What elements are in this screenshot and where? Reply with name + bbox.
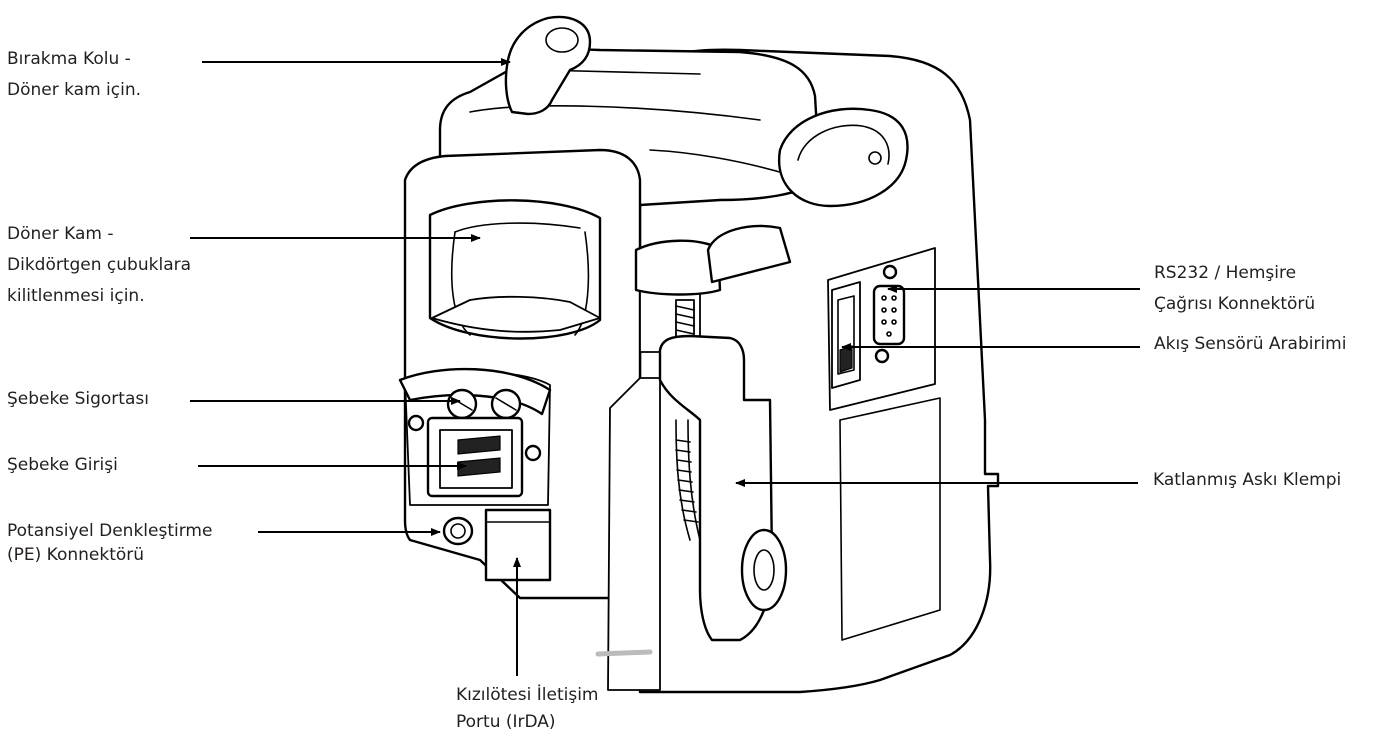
label-rs232-line2: Çağrısı Konnektörü (1154, 294, 1316, 314)
label-irda-line2: Portu (IrDA) (456, 712, 556, 732)
label-release-lever: Bırakma Kolu - Döner kam için. (7, 44, 141, 106)
label-pole-clamp-line1: Katlanmış Askı Klempi (1153, 470, 1342, 490)
label-pe-connector: Potansiyel Denkleştirme (PE) Konnektörü (7, 516, 212, 571)
label-rotating-cam: Döner Kam - Dikdörtgen çubuklara kilitle… (7, 219, 191, 312)
spring-coils (675, 439, 699, 523)
pump-body-illustration (398, 15, 1000, 694)
label-mains-inlet: Şebeke Girişi (7, 450, 118, 481)
label-flow-sensor: Akış Sensörü Arabirimi (1154, 329, 1346, 360)
label-pe-connector-line1: Potansiyel Denkleştirme (7, 521, 213, 541)
db9-pins (881, 295, 897, 337)
label-release-lever-line1: Bırakma Kolu - (7, 49, 131, 69)
label-mains-inlet-line1: Şebeke Girişi (7, 455, 118, 475)
label-rotating-cam-line1: Döner Kam - (7, 224, 114, 244)
label-mains-fuse: Şebeke Sigortası (7, 384, 149, 415)
label-rs232: RS232 / Hemşire Çağrısı Konnektörü (1154, 258, 1315, 320)
label-rs232-line1: RS232 / Hemşire (1154, 263, 1297, 283)
label-release-lever-line2: Döner kam için. (7, 80, 142, 100)
label-flow-sensor-line1: Akış Sensörü Arabirimi (1154, 334, 1347, 354)
label-rotating-cam-line2: Dikdörtgen çubuklara (7, 255, 192, 275)
label-irda-line1: Kızılötesi İletişim (456, 685, 599, 705)
label-pole-clamp: Katlanmış Askı Klempi (1153, 465, 1341, 496)
label-mains-fuse-line1: Şebeke Sigortası (7, 389, 149, 409)
label-irda: Kızılötesi İletişim Portu (IrDA) (456, 680, 598, 738)
label-rotating-cam-line3: kilitlenmesi için. (7, 286, 145, 306)
label-pe-connector-line2: (PE) Konnektörü (7, 545, 145, 565)
